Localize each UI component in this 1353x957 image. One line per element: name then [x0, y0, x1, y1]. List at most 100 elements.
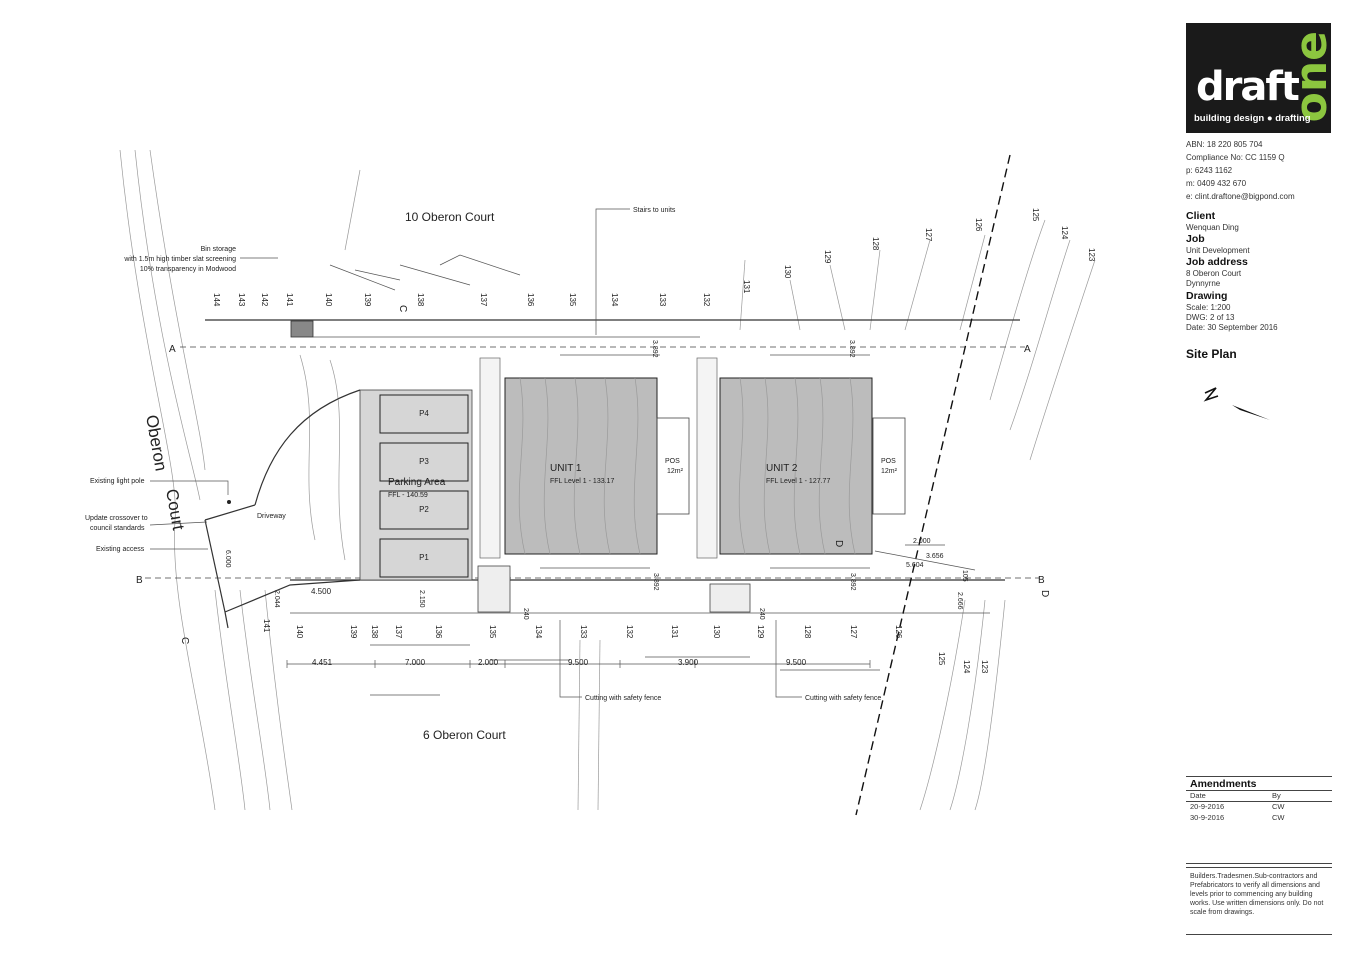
top-contour-label: 141: [285, 293, 294, 307]
parking-area: P4 P3 P2 P1 Parking Area FFL - 140.59: [359, 389, 473, 581]
top-contour-label: 144: [212, 293, 221, 307]
top-contour-label: 128: [871, 237, 880, 251]
top-contour-label: 132: [702, 293, 711, 307]
dim-drive-6000: 6.000: [224, 550, 231, 568]
section-marker-b-left: B: [136, 575, 143, 586]
dim-setback-b2: 3.892: [849, 573, 856, 591]
bay-label-p1: P1: [419, 553, 429, 562]
dim-240b: 240: [758, 608, 765, 620]
dim-d-3656: 3.656: [926, 553, 944, 560]
dim-240a: 240: [522, 608, 529, 620]
section-marker-c-bottom: C: [179, 637, 190, 644]
top-contour-label: 130: [783, 265, 792, 279]
north-arrow-icon: [1203, 387, 1270, 420]
bay-label-p2: P2: [419, 505, 429, 514]
parking-bay-p3: [379, 442, 469, 482]
access-note: Existing access: [96, 546, 145, 553]
top-contour-label: 138: [416, 293, 425, 307]
bottom-contour-label: 127: [849, 625, 858, 639]
south-neighbour-label: 6 Oberon Court: [423, 728, 506, 742]
drawing-number: DWG: 2 of 13: [1186, 313, 1235, 322]
drawing-scale: Scale: 1:200: [1186, 303, 1231, 312]
top-contour-labels: 144 143 142 141 140 139 138 137 136 135 …: [212, 208, 1096, 307]
bottom-contour-label: 132: [625, 625, 634, 639]
dim-drive-2150: 2.150: [418, 590, 425, 608]
cutting-note-1: Cutting with safety fence: [585, 695, 661, 702]
bin-storage-note-3: 10% transparency in Modwood: [140, 266, 236, 273]
street-label-line1: Oberon: [142, 413, 171, 472]
bin-storage-note-1: Bin storage: [201, 246, 237, 253]
section-marker-c-top: C: [397, 305, 408, 312]
top-contour-label: 125: [1031, 208, 1040, 222]
drawing-label: Drawing: [1186, 290, 1228, 302]
amendments-title: Amendments: [1190, 778, 1257, 790]
top-contour-label: 139: [363, 293, 372, 307]
amendment-row-date: 20-9-2016: [1190, 802, 1225, 811]
bottom-contour-label: 138: [370, 625, 379, 639]
parking-bay-p4: [379, 394, 469, 434]
bottom-contour-label: 123: [980, 660, 989, 674]
parking-ffl: FFL - 140.59: [388, 492, 428, 499]
dim-9500b: 9.500: [786, 658, 807, 667]
unit-2-pos-area: 12m²: [881, 468, 898, 475]
light-pole-note: Existing light pole: [90, 478, 145, 485]
parking-title: Parking Area: [388, 477, 446, 488]
crossover-note-1: Update crossover to: [85, 515, 148, 522]
top-contour-label: 126: [974, 218, 983, 232]
section-markers: A A B B C C D D: [136, 305, 1050, 644]
bottom-contour-label: 126: [894, 625, 903, 639]
plan-title: Site Plan: [1186, 347, 1237, 361]
dim-setback-a1: 3.892: [651, 340, 658, 358]
job-label: Job: [1186, 233, 1205, 245]
top-contour-label: 129: [823, 250, 832, 264]
amendments-header-date: Date: [1190, 791, 1206, 800]
dim-d-2666: 2.666: [956, 592, 963, 610]
top-contour-label: 124: [1060, 226, 1069, 240]
section-marker-d-unit: D: [833, 540, 844, 547]
unit-1-ffl: FFL Level 1 - 133.17: [550, 478, 614, 485]
bottom-contour-label: 136: [434, 625, 443, 639]
section-marker-a-right: A: [1024, 344, 1031, 355]
bin-storage-note-2: with 1.5m high timber slat screening: [123, 256, 236, 263]
logo-word-accent: one: [1286, 31, 1331, 123]
top-contour-label: 134: [610, 293, 619, 307]
unit-2-name: UNIT 2: [766, 463, 798, 474]
builders-note: Builders.Tradesmen.Sub-contractors and P…: [1190, 873, 1324, 916]
job-address-line2: Dynnyrne: [1186, 279, 1221, 288]
unit-1-pos-area: 12m²: [667, 468, 684, 475]
company-mobile: m: 0409 432 670: [1186, 179, 1247, 188]
drawing-date: Date: 30 September 2016: [1186, 323, 1278, 332]
top-contour-label: 135: [568, 293, 577, 307]
company-logo: draft one building design ● drafting: [1186, 23, 1331, 133]
stairs-note: Stairs to units: [633, 207, 676, 214]
unit-1-pos: POS: [665, 458, 680, 465]
dim-setback-b1: 3.892: [652, 573, 659, 591]
bottom-contour-label: 141: [262, 619, 271, 633]
bay-label-p4: P4: [419, 409, 429, 418]
dim-d-5604: 5.604: [906, 562, 924, 569]
logo-tagline: building design ● drafting: [1194, 113, 1311, 124]
street-label-line2: Court: [162, 487, 188, 532]
bay-label-p3: P3: [419, 457, 429, 466]
bottom-contour-label: 137: [394, 625, 403, 639]
top-contour-label: 137: [479, 293, 488, 307]
dim-d-105: 105: [961, 570, 968, 582]
job-value: Unit Development: [1186, 246, 1250, 255]
dim-setback-a2: 3.892: [848, 340, 855, 358]
bottom-contour-label: 125: [937, 652, 946, 666]
unit-2-pos: POS: [881, 458, 896, 465]
bottom-contour-label: 124: [962, 660, 971, 674]
dim-9500a: 9.500: [568, 658, 589, 667]
logo-word: draft: [1196, 64, 1300, 110]
amendment-row-date: 30-9-2016: [1190, 813, 1225, 822]
company-compliance: Compliance No: CC 1159 Q: [1186, 153, 1285, 162]
client-value: Wenquan Ding: [1186, 223, 1239, 232]
unit-1-name: UNIT 1: [550, 463, 582, 474]
top-contour-label: 133: [658, 293, 667, 307]
annotations: Bin storage with 1.5m high timber slat s…: [85, 207, 881, 702]
bottom-contour-label: 140: [295, 625, 304, 639]
top-contour-label: 123: [1087, 248, 1096, 262]
company-email: e: clint.draftone@bigpond.com: [1186, 192, 1295, 201]
top-contour-label: 142: [260, 293, 269, 307]
bottom-contour-label: 131: [670, 625, 679, 639]
